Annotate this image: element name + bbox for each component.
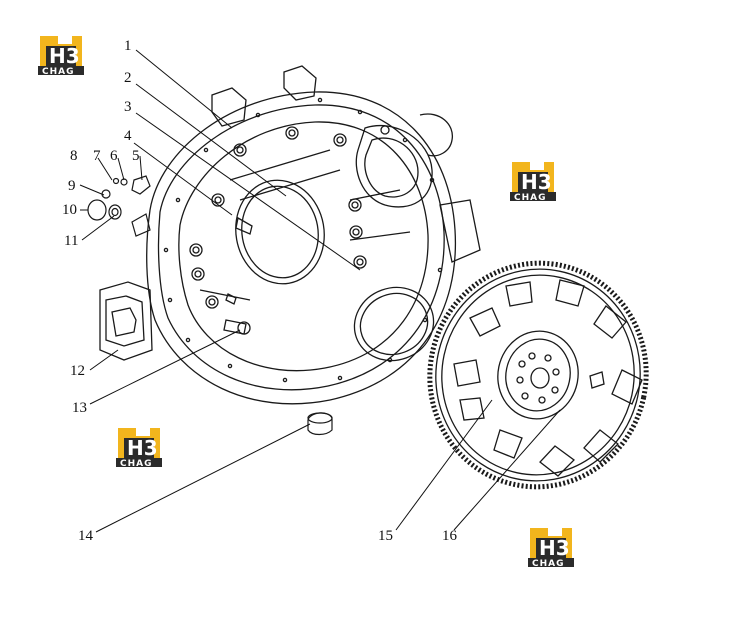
callout-13: 13 [72, 400, 87, 416]
logo-word-text: CHAG [120, 459, 153, 469]
flywheel-housing [99, 65, 481, 405]
logo-mark-text: H3 [539, 536, 570, 560]
logo-mark-text: H3 [521, 170, 552, 194]
callout-16: 16 [442, 528, 458, 544]
callout-8: 8 [70, 148, 78, 164]
small-fasteners [87, 175, 151, 237]
callout-6: 6 [110, 148, 118, 164]
plug [307, 412, 333, 436]
callout-labels: 1 2 3 4 5 6 7 8 9 10 11 12 13 14 15 16 [62, 38, 458, 544]
callout-11: 11 [64, 233, 78, 249]
callout-4: 4 [124, 128, 132, 144]
logo-mark-text: H3 [49, 44, 80, 68]
callout-10: 10 [62, 202, 77, 218]
logo-mid-right: H3 CHAG [510, 162, 556, 203]
flywheel [427, 260, 649, 490]
logo-word-text: CHAG [514, 193, 547, 203]
callout-5: 5 [132, 148, 140, 164]
seal-ring [353, 286, 435, 362]
logo-bottom-right: H3 CHAG [528, 528, 574, 569]
callout-14: 14 [78, 528, 94, 544]
logo-mid-left: H3 CHAG [116, 428, 162, 469]
leader-lines [79, 49, 561, 533]
callout-1: 1 [124, 38, 132, 54]
logo-mark-text: H3 [127, 436, 158, 460]
callout-7: 7 [93, 148, 101, 164]
callout-15: 15 [378, 528, 393, 544]
logo-word-text: CHAG [42, 67, 75, 77]
callout-2: 2 [124, 70, 132, 86]
callout-9: 9 [68, 178, 76, 194]
logo-word-text: CHAG [532, 559, 565, 569]
logo-top-left: H3 CHAG [38, 36, 84, 77]
callout-12: 12 [70, 363, 85, 379]
callout-3: 3 [124, 99, 132, 115]
